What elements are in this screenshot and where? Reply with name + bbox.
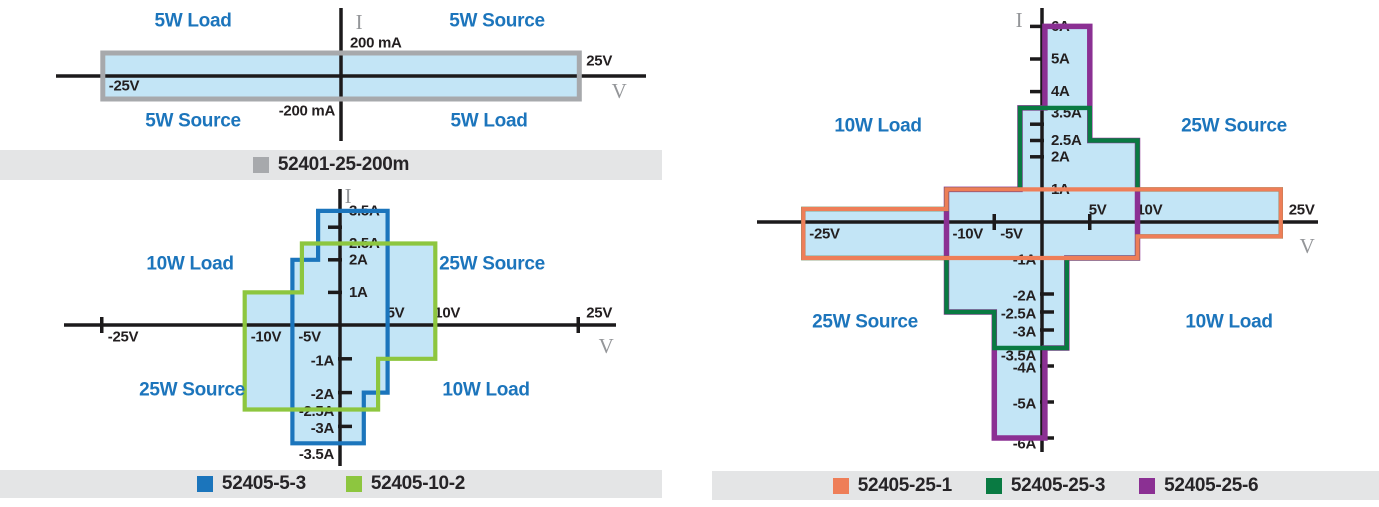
x-axis-letter-52401: V	[612, 79, 627, 103]
y-axis-letter-52401: I	[356, 10, 363, 34]
y-tick-label--2.5A: -2.5A	[1001, 306, 1037, 323]
y-tick-label--3A: -3A	[1013, 324, 1037, 341]
x-tick-label-5V: 5V	[387, 305, 405, 322]
y-tick-label-2A: 2A	[1051, 148, 1070, 165]
x-axis-letter-52405-low: V	[599, 334, 614, 358]
y-tick-label-5A: 5A	[1051, 51, 1070, 68]
x-tick-label--25V: -25V	[809, 226, 840, 243]
x-tick-label-25V: 25V	[586, 305, 612, 322]
legend-label-52405-25-6: 52405-25-6	[1164, 474, 1259, 496]
y-tick-label--3A: -3A	[311, 420, 335, 437]
region-outline-52405-5-3	[290, 208, 390, 446]
legend-52405-25: 52405-25-1 52405-25-3 52405-25-6	[712, 471, 1379, 500]
legend-label-52405-5-3: 52405-5-3	[221, 473, 306, 494]
x-tick-label--10V: -10V	[953, 226, 984, 243]
quadrant-label-52401-bottom_right: 5W Load	[450, 111, 527, 132]
legend-swatch-52405-25-6	[1139, 477, 1156, 494]
legend-label-52405-10-2: 52405-10-2	[370, 473, 466, 494]
y-axis-letter-52405-25: I	[1016, 8, 1023, 32]
legend-label-52401-25-200m: 52401-25-200m	[277, 154, 410, 175]
charts-canvas: -25V 25V 200 mA -200 mA 5W Load 5W Source 5W S…	[56, 8, 1318, 466]
region-outline-52405-25-1	[801, 187, 1283, 261]
quadrant-label-52405-low-bottom_left: 25W Source	[139, 380, 245, 401]
x-tick-label--5V: -5V	[298, 329, 321, 346]
quadrant-label-52405-low-bottom_right: 10W Load	[442, 380, 529, 401]
y-tick-label--5A: -5A	[1013, 396, 1037, 413]
legend-swatch-52405-25-3	[985, 477, 1002, 494]
region-outline-52401-25-200m	[100, 50, 582, 102]
legend-swatch-52405-5-3	[196, 476, 213, 492]
y-tick-label--4A: -4A	[1013, 360, 1037, 377]
y-tick-label-1A: 1A	[349, 284, 368, 301]
quadrant-label-52405-25-top_right: 25W Source	[1181, 116, 1287, 137]
x-tick-label-10V: 10V	[434, 305, 460, 322]
legend-label-52405-25-3: 52405-25-3	[1010, 474, 1106, 496]
quadrant-label-52405-25-bottom_left: 25W Source	[812, 312, 918, 333]
y-axis-letter-52405-low: I	[345, 184, 352, 208]
quadrant-label-52401-top_right: 5W Source	[449, 11, 545, 32]
legend-entry-52405-25-6: 52405-25-6	[1139, 474, 1259, 497]
y-tick-label-2A: 2A	[349, 251, 368, 268]
x-tick-label--25V: -25V	[108, 329, 139, 346]
region-outline-52405-10-2	[242, 241, 438, 412]
quadrant-label-52405-low-top_right: 25W Source	[439, 254, 545, 275]
x-tick-label--10V: -10V	[251, 329, 282, 346]
legend-entry-52405-25-1: 52405-25-1	[832, 474, 953, 497]
quadrant-label-52405-25-top_left: 10W Load	[834, 116, 921, 137]
quadrant-label-52401-bottom_left: 5W Source	[145, 111, 241, 132]
y-tick-label--200 mA: -200 mA	[279, 103, 336, 120]
quadrant-label-52401-top_left: 5W Load	[154, 11, 231, 32]
x-tick-label--5V: -5V	[1000, 226, 1023, 243]
legend-entry-52405-25-3: 52405-25-3	[985, 474, 1106, 497]
x-tick-label-10V: 10V	[1137, 202, 1163, 219]
y-tick-label-4A: 4A	[1051, 83, 1070, 100]
legend-entry-52405-10-2: 52405-10-2	[345, 473, 466, 495]
y-tick-label--3.5A: -3.5A	[299, 446, 335, 463]
legend-swatch-52405-25-1	[832, 477, 849, 494]
x-tick-label-5V: 5V	[1089, 202, 1107, 219]
legend-swatch-52401-25-200m	[252, 157, 269, 173]
legend-entry-52405-5-3: 52405-5-3	[196, 473, 306, 495]
y-tick-label-200 mA: 200 mA	[350, 35, 402, 52]
y-tick-label-2.5A: 2.5A	[1051, 132, 1082, 149]
legend-entry-52401-25-200m: 52401-25-200m	[252, 154, 410, 176]
quadrant-label-52405-25-bottom_right: 10W Load	[1185, 312, 1272, 333]
x-tick-label-25V: 25V	[1289, 202, 1315, 219]
legend-label-52405-25-1: 52405-25-1	[857, 474, 953, 496]
legend-swatch-52405-10-2	[345, 476, 362, 492]
x-tick-label-25V: 25V	[586, 53, 612, 70]
y-tick-label--1A: -1A	[311, 352, 335, 369]
y-tick-label--2A: -2A	[1013, 288, 1037, 305]
quadrant-label-52405-low-top_left: 10W Load	[146, 254, 233, 275]
x-axis-letter-52405-25: V	[1300, 234, 1315, 258]
legend-52405-low: 52405-5-3 52405-10-2	[0, 470, 662, 498]
y-tick-label--2A: -2A	[311, 386, 335, 403]
x-tick-label--25V: -25V	[109, 78, 140, 95]
y-tick-label--3.5A: -3.5A	[1001, 348, 1037, 365]
legend-52401: 52401-25-200m	[0, 150, 662, 180]
